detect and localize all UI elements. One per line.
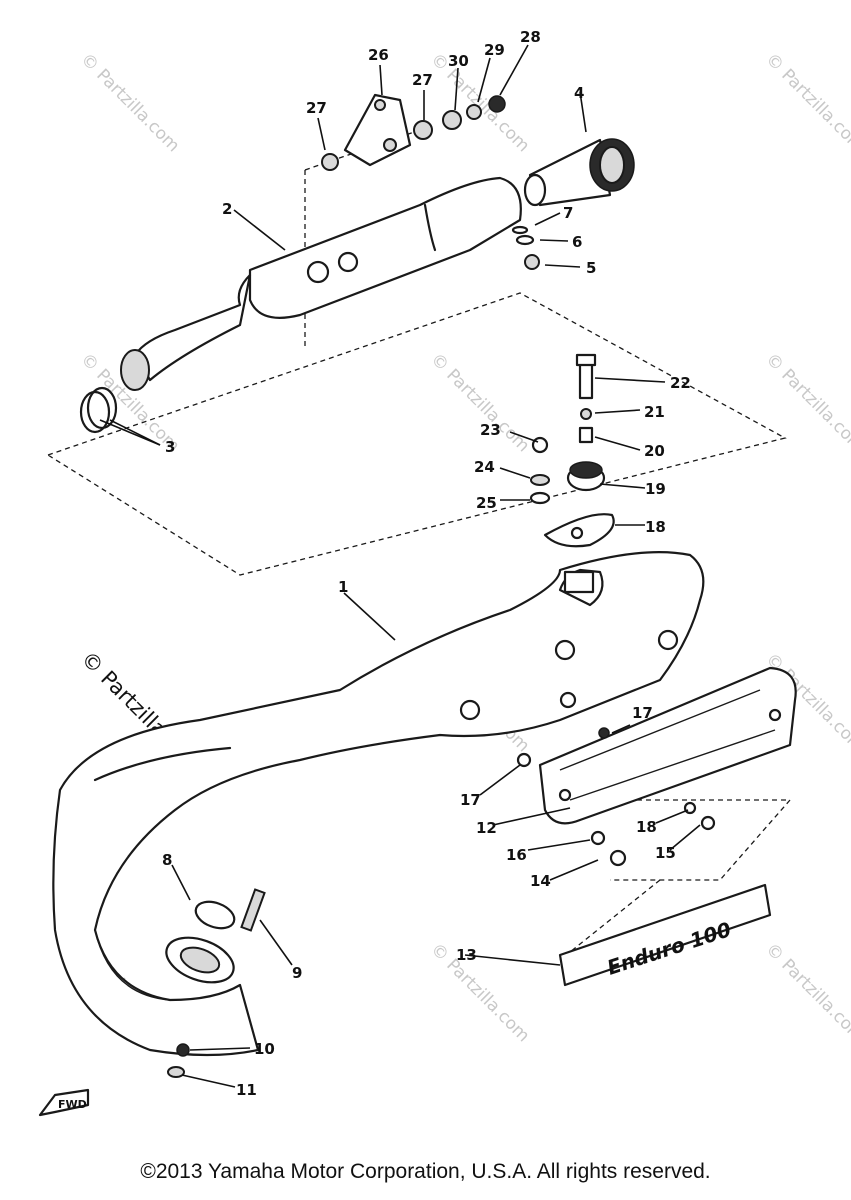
exhaust-pipe-main [52,551,705,1057]
callout-10: 10 [254,1040,275,1058]
callout-19: 19 [645,480,666,498]
mount-hardware [529,353,615,548]
svg-text:© Partzilla.com: © Partzilla.com [761,49,851,156]
callout-5: 5 [586,259,596,277]
callout-24: 24 [474,458,495,476]
callout-7: 7 [563,204,573,222]
callout-20: 20 [644,442,665,460]
callout-9: 9 [292,964,302,982]
callout-23: 23 [480,421,501,439]
callout-8: 8 [162,851,172,869]
callout-12: 12 [476,819,497,837]
callout-18: 18 [645,518,666,536]
bracket-and-washers [321,93,506,171]
callout-2: 2 [222,200,232,218]
callout-17b: 17 [632,704,653,722]
svg-text:© Partzilla.com: © Partzilla.com [426,349,533,456]
callout-15: 15 [655,844,676,862]
callout-28: 28 [520,28,541,46]
silencer-pipe [120,176,522,391]
callout-27b: 27 [412,71,433,89]
callout-4: 4 [574,84,584,102]
callout-3: 3 [165,438,175,456]
heat-guard [516,666,797,867]
callout-22: 22 [670,374,691,392]
callout-27a: 27 [306,99,327,117]
callout-18b: 18 [636,818,657,836]
leader-lines [99,44,701,1088]
callout-17a: 17 [460,791,481,809]
callout-16: 16 [506,846,527,864]
callout-25: 25 [476,494,497,512]
callout-labels: 2 1 3 4 5 6 7 8 9 10 11 12 13 14 15 16 1… [162,28,691,1099]
copyright-footer: ©2013 Yamaha Motor Corporation, U.S.A. A… [140,1160,711,1183]
small-hardware-567 [511,225,540,270]
svg-text:© Partzilla.com: © Partzilla.com [76,49,183,156]
svg-text:© Partzilla.com: © Partzilla.com [761,939,851,1046]
enduro-plate: Enduro 100 [558,883,772,987]
callout-1: 1 [338,578,348,596]
callout-26: 26 [368,46,389,64]
gasket-rings [79,386,118,434]
callout-6: 6 [572,233,582,251]
svg-text:© Partzilla.com: © Partzilla.com [426,939,533,1046]
tail-pipe [523,138,635,207]
callout-13: 13 [456,946,477,964]
forward-arrow-icon: FWD [38,1088,90,1117]
callout-11: 11 [236,1081,257,1099]
callout-29: 29 [484,41,505,59]
callout-14: 14 [530,872,551,890]
callout-30: 30 [448,52,469,70]
svg-text:FWD: FWD [58,1098,87,1111]
exhaust-flange [165,888,266,1078]
callout-21: 21 [644,403,665,421]
